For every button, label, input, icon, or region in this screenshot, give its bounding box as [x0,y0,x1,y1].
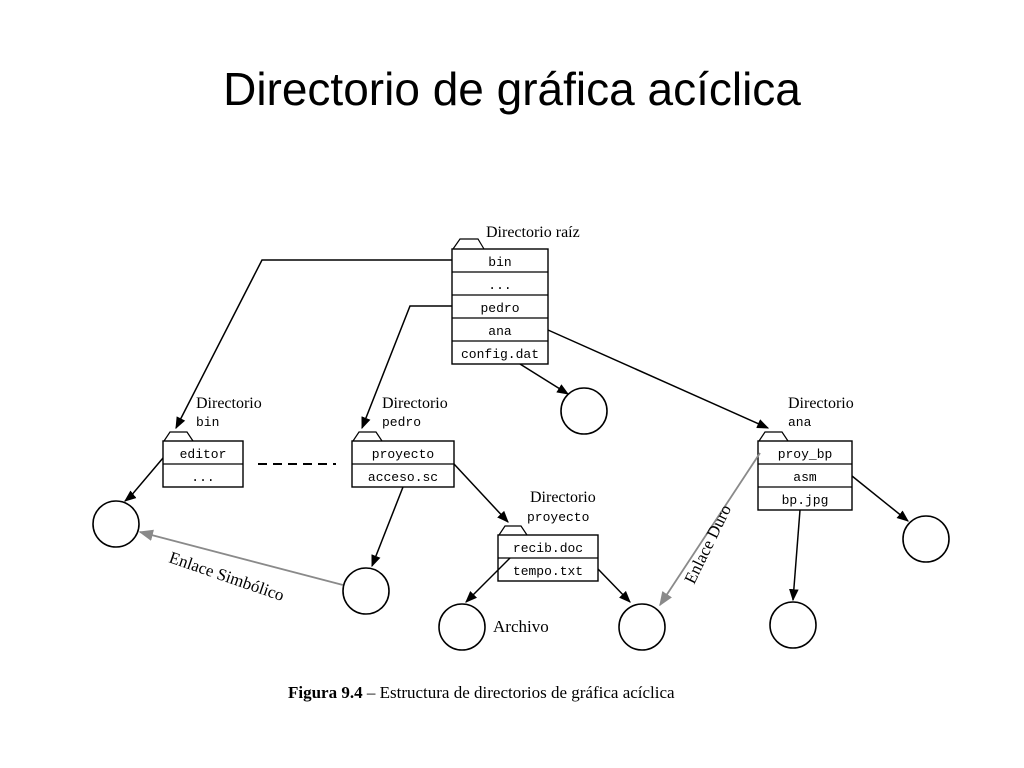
root-entries-box [451,248,549,365]
file-editor-circle [92,500,140,548]
file-bp-jpg-circle [902,515,950,563]
proyecto-directory-label: Directorio [530,489,596,506]
root-entry-pedro: pedro [480,301,519,316]
file-label: Archivo [493,617,549,636]
figure-caption-label: Figura 9.4 [288,683,363,702]
bin-entry-ellipsis: ... [191,470,214,485]
pedro-directory: Directorio pedro proyecto acceso.sc [351,395,455,488]
arrow-root-to-bin [175,259,452,430]
ana-entry-proy-bp: proy_bp [778,447,833,462]
root-entry-config: config.dat [461,347,539,362]
figure-caption: Figura 9.4 – Estructura de directorios d… [288,683,675,702]
pedro-entry-acceso: acceso.sc [368,470,438,485]
bin-directory-label: Directorio [196,395,262,412]
proyecto-entry-tempo: tempo.txt [513,564,583,579]
root-directory-label: Directorio raíz [486,224,580,241]
root-entry-ellipsis: ... [488,278,511,293]
ana-folder-tab [758,431,789,442]
pedro-directory-label: Directorio [382,395,448,412]
ana-directory-name: ana [788,415,812,430]
ana-directory: Directorio ana proy_bp asm bp.jpg [757,395,854,511]
hard-link-label: Enlace Duro [681,502,736,587]
root-entry-bin: bin [488,255,511,270]
root-entry-ana: ana [488,324,512,339]
arrow-asm-to-file [789,509,801,602]
file-asm-circle [769,601,817,649]
bin-directory-name: bin [196,415,219,430]
arrow-recib-to-file [465,557,511,603]
symbolic-link-arrow [138,529,344,586]
proyecto-directory-name: proyecto [527,510,589,525]
root-folder-tab [452,238,485,250]
proyecto-entry-recib: recib.doc [513,541,583,556]
ana-directory-label: Directorio [788,395,854,412]
arrow-tempo-to-file [597,568,631,603]
arrow-proyecto-to-dir [453,463,509,523]
arrow-config-to-file [519,363,570,395]
arrow-bp-jpg-to-file [851,475,909,522]
proyecto-folder-tab [498,525,528,536]
bin-folder-tab [163,431,194,442]
hard-link-arrow [659,452,761,607]
file-recib-circle [438,603,486,651]
arrow-editor-to-file [124,457,164,502]
symbolic-link-label: Enlace Simbólico [167,548,287,605]
pedro-directory-name: pedro [382,415,421,430]
ana-entry-asm: asm [793,470,817,485]
pedro-folder-tab [352,431,383,442]
slide-title: Directorio de gráfica acíclica [223,63,801,115]
file-shared-circle [618,603,666,651]
root-directory: Directorio raíz bin ... pedro ana config… [451,224,580,365]
pedro-entry-proyecto: proyecto [372,447,434,462]
ana-entry-bp-jpg: bp.jpg [782,493,829,508]
bin-directory: Directorio bin editor ... [162,395,262,488]
file-config-circle [560,387,608,435]
ana-entries-box [757,440,853,511]
arrow-root-to-ana [547,329,770,429]
file-acceso-circle [342,567,390,615]
arrow-acceso-to-file [371,486,404,568]
proyecto-directory: Directorio proyecto recib.doc tempo.txt [497,489,599,582]
figure-caption-text: – Estructura de directorios de gráfica a… [363,683,675,702]
bin-entry-editor: editor [180,447,227,462]
arrow-root-to-pedro [361,305,452,430]
